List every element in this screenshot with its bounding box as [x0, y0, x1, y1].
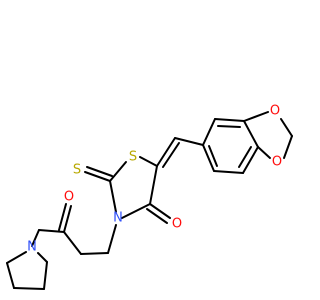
bond-methine-aryl	[174, 137, 204, 146]
bond-pyr4	[43, 261, 48, 290]
bond-amide-co	[63, 205, 72, 233]
bond-c2-s-thione	[84, 171, 111, 182]
bond-ar-inner1	[217, 125, 241, 128]
bond-s1-c5	[139, 156, 158, 167]
bond-o-ch2	[280, 118, 293, 137]
atom-s-thione: S	[73, 163, 81, 178]
bond-pyr3	[13, 287, 45, 290]
atom-o-amide: O	[64, 190, 74, 205]
bond-ar2	[214, 118, 245, 122]
bond-c4-n3	[121, 203, 151, 219]
bond-c5-c4	[149, 165, 158, 205]
bond-o-ar-bottom	[257, 146, 271, 159]
bond-ar6	[202, 144, 215, 172]
bond-pyr2	[6, 262, 15, 289]
bond-ar-inner3	[208, 145, 218, 167]
bond-amide-co-double	[58, 203, 67, 231]
bond-c2-s-thione-double	[86, 166, 113, 177]
atom-o-ketone: O	[172, 217, 182, 232]
bond-ar-o-top	[243, 111, 269, 122]
atom-s-ring: S	[129, 150, 137, 165]
atom-o-dioxole-bottom: O	[272, 155, 282, 170]
bond-ar5	[213, 170, 244, 174]
atom-labels: S S N O O N O O	[27, 104, 282, 255]
atom-n-ring: N	[113, 211, 123, 226]
bond-ar-inner2	[238, 146, 252, 168]
bond-n3-c2	[109, 180, 117, 213]
bond-c5-methine-double	[162, 142, 180, 168]
bond-pyr5	[37, 252, 48, 263]
molecule-structure: S S N O O N O O	[6, 104, 293, 290]
bond-lines	[6, 111, 293, 290]
bond-ch2-o	[283, 135, 293, 159]
bond-chain-4	[38, 229, 65, 233]
bond-n3-ch2	[107, 224, 117, 254]
bond-c4-o	[149, 203, 171, 219]
bond-c4-o-double	[146, 208, 168, 224]
bond-pyr1	[6, 251, 27, 264]
bond-chain-2	[80, 252, 109, 255]
bond-ar4	[242, 146, 259, 174]
atom-n-pyrrolidine: N	[27, 240, 37, 255]
bond-ar3	[243, 120, 259, 148]
bond-ar1	[202, 118, 216, 146]
bond-c5-methine	[156, 137, 176, 167]
bond-c-n-pyr	[31, 229, 40, 247]
atom-o-dioxole-top: O	[270, 104, 280, 119]
bond-chain-3	[63, 231, 82, 255]
bond-c2-s1	[109, 161, 127, 182]
